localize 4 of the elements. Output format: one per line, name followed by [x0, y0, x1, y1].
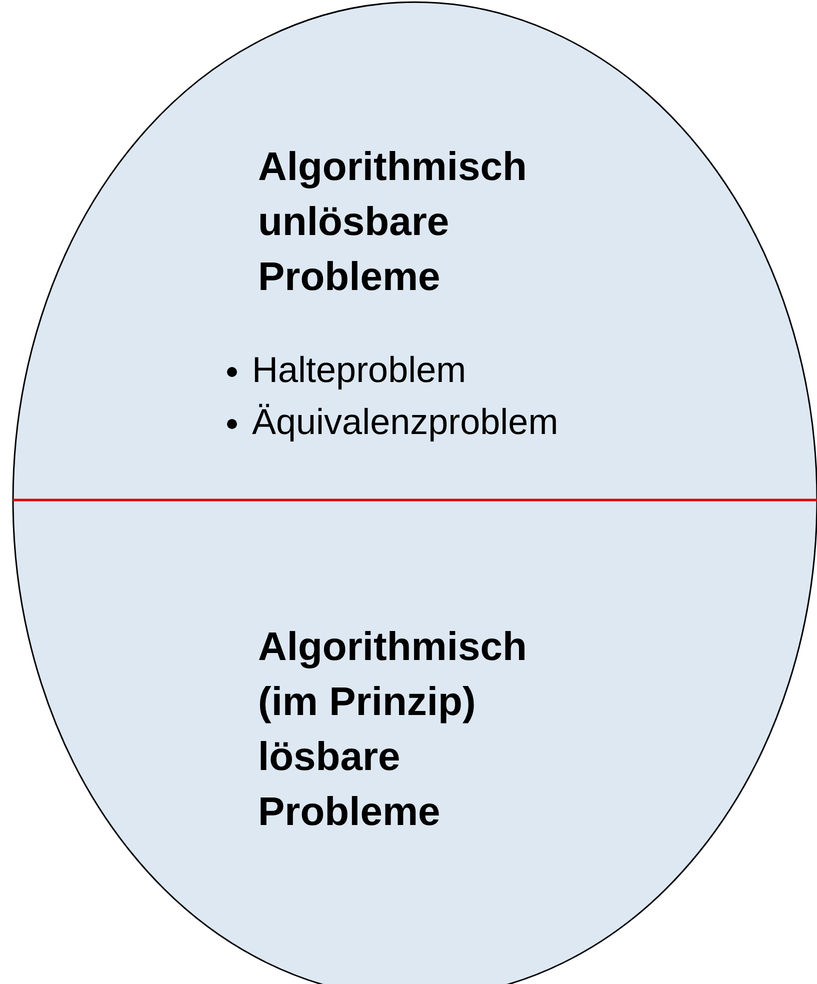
heading: Algorithmisch unlösbare Probleme — [258, 144, 528, 301]
list-item: Halteproblem — [252, 348, 466, 392]
list-item: Äquivalenzproblem — [252, 400, 558, 444]
heading: Algorithmisch (im Prinzip) lösbare Probleme — [258, 624, 528, 836]
